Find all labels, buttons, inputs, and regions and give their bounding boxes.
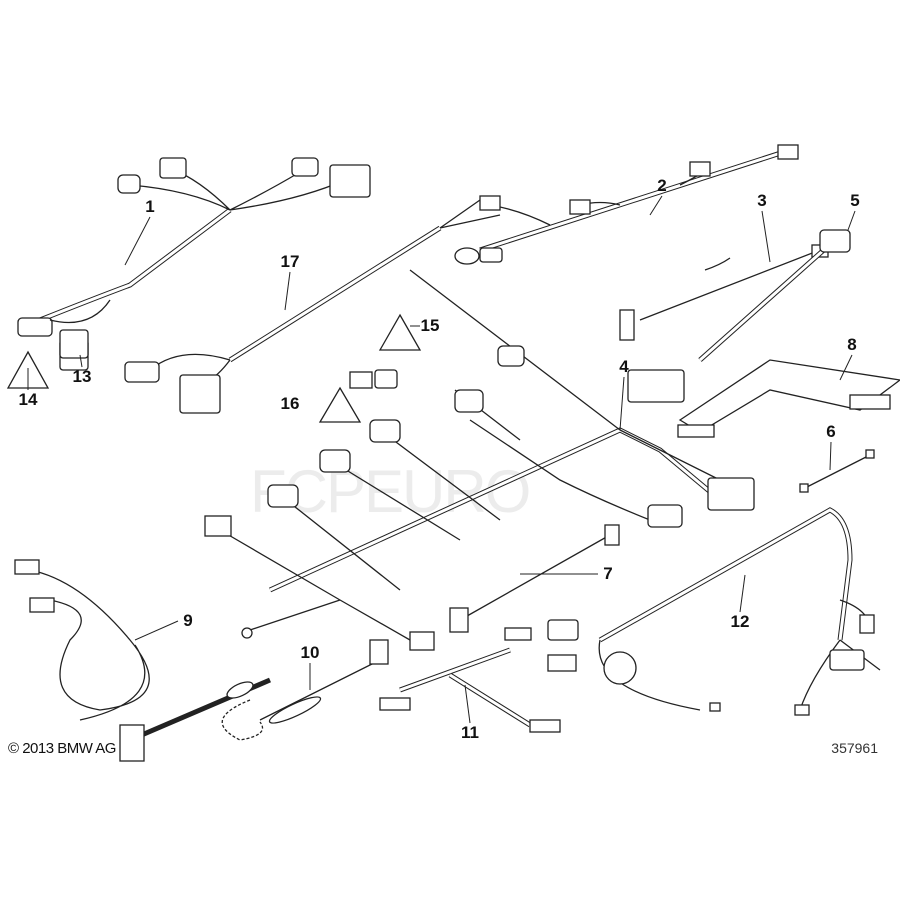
harness-11: [379, 627, 561, 733]
cable-10: [119, 639, 389, 762]
harness-5: [627, 229, 851, 403]
callout-10[interactable]: 10: [300, 643, 320, 662]
harness-7: [449, 524, 620, 633]
callout-3[interactable]: 3: [757, 191, 767, 210]
copyright-text: © 2013 BMW AG: [8, 740, 116, 757]
callout-12[interactable]: 12: [730, 612, 750, 631]
callout-16[interactable]: 16: [280, 394, 300, 413]
callout-7[interactable]: 7: [603, 564, 613, 583]
callout-15[interactable]: 15: [420, 316, 440, 335]
watermark-suffix: EURO: [364, 458, 531, 525]
harness-2: [454, 144, 799, 265]
harness-3: [619, 244, 829, 341]
callout-13[interactable]: 13: [72, 367, 92, 386]
callout-14[interactable]: 14: [18, 390, 38, 409]
callout-9[interactable]: 9: [183, 611, 193, 630]
leader-lines: [27, 195, 856, 724]
callout-5[interactable]: 5: [850, 191, 860, 210]
callout-17[interactable]: 17: [280, 252, 300, 271]
harness-12: [547, 507, 881, 716]
harness-17: [124, 199, 501, 414]
callout-8[interactable]: 8: [847, 335, 857, 354]
ribbon-8: [677, 359, 900, 438]
callout-11[interactable]: 11: [461, 723, 479, 742]
callout-6[interactable]: 6: [826, 422, 836, 441]
harness-4: [204, 269, 755, 651]
harness-9: [14, 559, 150, 721]
part-6: [799, 449, 875, 493]
callout-1[interactable]: 1: [145, 197, 155, 216]
callout-4[interactable]: 4: [619, 357, 629, 376]
callout-2[interactable]: 2: [657, 176, 667, 195]
parts-13-16: [6, 313, 422, 423]
reference-number: 357961: [831, 740, 878, 756]
